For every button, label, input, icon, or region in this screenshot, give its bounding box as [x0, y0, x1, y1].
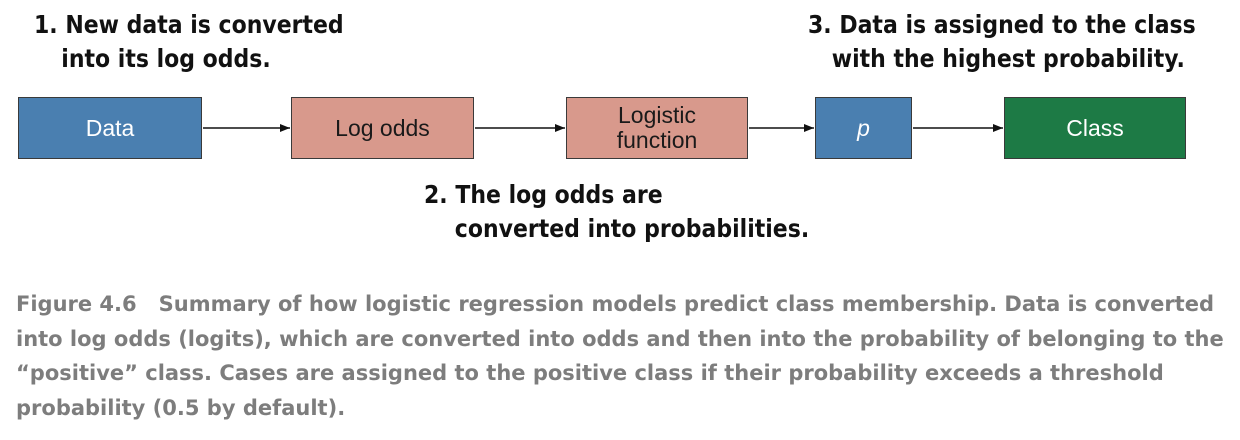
step-3-annotation: 3. Data is assigned to the class with th…	[808, 8, 1196, 76]
data-box: Data	[18, 97, 202, 159]
logistic-function-label-line-1: Logistic	[618, 102, 696, 128]
probability-box: p	[815, 97, 912, 159]
class-box-label: Class	[1066, 114, 1124, 141]
log-odds-box-label: Log odds	[335, 114, 430, 141]
logistic-function-label-line-2: function	[616, 127, 698, 153]
logistic-function-box: Logistic function	[566, 97, 748, 159]
figure-caption-text: Summary of how logistic regression model…	[16, 292, 1224, 420]
step-3-line-1: 3. Data is assigned to the class	[808, 10, 1196, 39]
step-2-annotation: 2. The log odds are converted into proba…	[424, 178, 809, 246]
figure-label: Figure 4.6	[16, 292, 137, 316]
data-box-label: Data	[85, 114, 135, 141]
step-3-line-2: with the highest probability.	[831, 44, 1185, 73]
step-1-annotation: 1. New data is converted into its log od…	[34, 8, 344, 76]
step-2-line-2: converted into probabilities.	[454, 214, 810, 243]
step-1-line-2: into its log odds.	[61, 44, 271, 73]
log-odds-box: Log odds	[291, 97, 474, 159]
step-1-line-1: 1. New data is converted	[34, 10, 344, 39]
step-2-line-1: 2. The log odds are	[424, 180, 663, 209]
probability-box-label: p	[857, 114, 870, 141]
class-box: Class	[1004, 97, 1186, 159]
